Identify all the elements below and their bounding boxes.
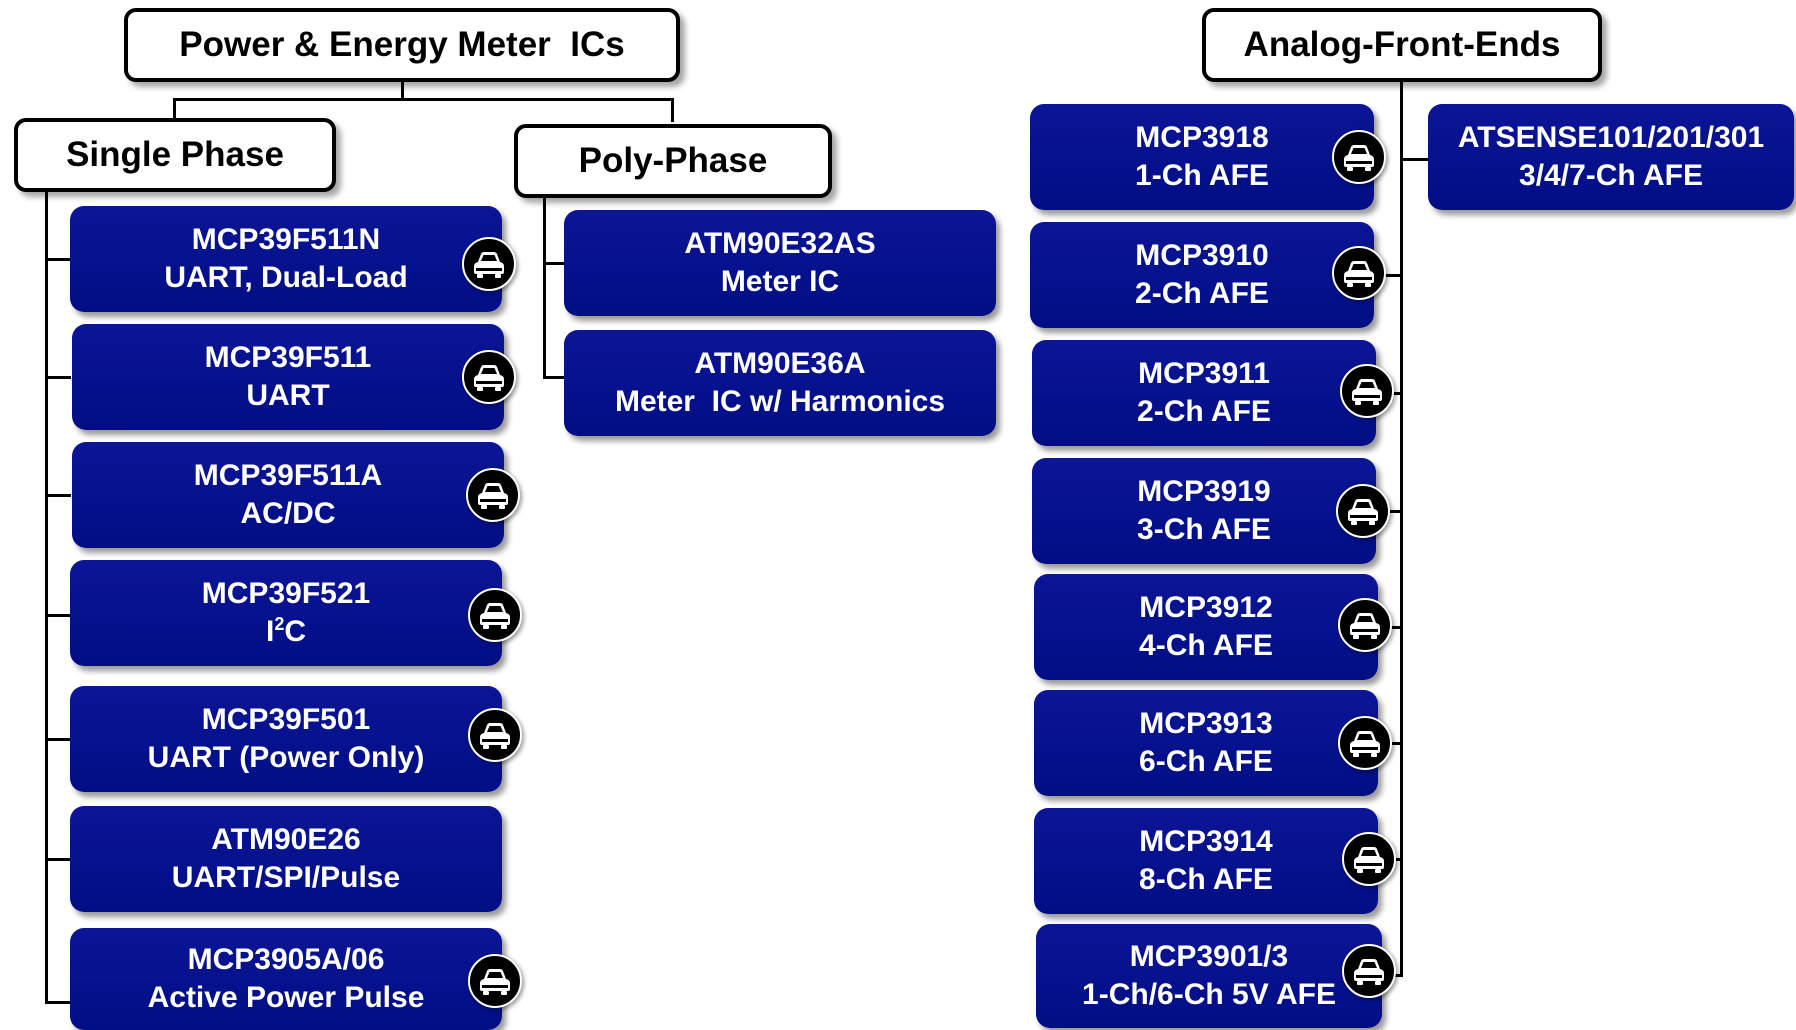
device-subtitle: UART bbox=[246, 379, 330, 412]
device-mcp3905a-06: MCP3905A/06 Active Power Pulse bbox=[70, 928, 502, 1030]
device-mcp3913: MCP3913 6-Ch AFE bbox=[1034, 690, 1378, 796]
device-subtitle: 3/4/7-Ch AFE bbox=[1519, 159, 1703, 192]
device-mcp39f511a: MCP39F511A AC/DC bbox=[72, 442, 504, 548]
device-subtitle: 4-Ch AFE bbox=[1139, 629, 1273, 662]
car-icon bbox=[1342, 832, 1396, 886]
car-icon bbox=[468, 588, 522, 642]
device-title: MCP39F511 bbox=[204, 341, 372, 374]
device-subtitle: UART/SPI/Pulse bbox=[171, 861, 401, 894]
device-title: MCP39F501 bbox=[201, 703, 371, 736]
device-title: MCP3910 bbox=[1135, 239, 1269, 272]
device-title: MCP3918 bbox=[1135, 121, 1269, 154]
device-subtitle: 2-Ch AFE bbox=[1135, 277, 1269, 310]
device-atm90e36a: ATM90E36A Meter IC w/ Harmonics bbox=[564, 330, 996, 436]
device-atm90e26: ATM90E26 UART/SPI/Pulse bbox=[70, 806, 502, 912]
car-icon bbox=[462, 237, 516, 291]
device-atsense101-201-301: ATSENSE101/201/301 3/4/7-Ch AFE bbox=[1428, 104, 1794, 210]
device-subtitle: UART, Dual-Load bbox=[164, 261, 408, 294]
device-subtitle: Active Power Pulse bbox=[147, 981, 425, 1014]
car-icon bbox=[1342, 944, 1396, 998]
device-subtitle: I2C bbox=[265, 614, 307, 648]
device-subtitle: Meter IC bbox=[720, 265, 840, 298]
car-icon bbox=[1338, 598, 1392, 652]
device-mcp3919: MCP3919 3-Ch AFE bbox=[1032, 458, 1376, 564]
device-title: ATM90E36A bbox=[694, 347, 866, 380]
device-title: MCP3913 bbox=[1139, 707, 1273, 740]
car-icon bbox=[1332, 130, 1386, 184]
device-title: ATM90E26 bbox=[211, 823, 361, 856]
device-atm90e32as: ATM90E32AS Meter IC bbox=[564, 210, 996, 316]
car-icon bbox=[1332, 246, 1386, 300]
device-title: MCP3911 bbox=[1138, 357, 1270, 390]
device-mcp39f511: MCP39F511 UART bbox=[72, 324, 504, 430]
single-phase-header: Single Phase bbox=[14, 118, 336, 192]
device-title: ATSENSE101/201/301 bbox=[1457, 121, 1765, 154]
car-icon bbox=[1340, 364, 1394, 418]
device-title: MCP39F521 bbox=[201, 577, 371, 610]
device-subtitle: 1-Ch/6-Ch 5V AFE bbox=[1082, 978, 1336, 1011]
device-title: MCP3914 bbox=[1139, 825, 1273, 858]
car-icon bbox=[462, 350, 516, 404]
device-mcp39f511n: MCP39F511N UART, Dual-Load bbox=[70, 206, 502, 312]
analog-front-ends-header: Analog-Front-Ends bbox=[1202, 8, 1602, 82]
device-mcp39f521: MCP39F521 I2C bbox=[70, 560, 502, 666]
device-title: ATM90E32AS bbox=[684, 227, 876, 260]
car-icon bbox=[466, 468, 520, 522]
device-subtitle: 6-Ch AFE bbox=[1139, 745, 1273, 778]
device-mcp3901-3: MCP3901/3 1-Ch/6-Ch 5V AFE bbox=[1036, 924, 1382, 1028]
device-mcp3911: MCP3911 2-Ch AFE bbox=[1032, 340, 1376, 446]
car-icon bbox=[1336, 484, 1390, 538]
device-mcp3914: MCP3914 8-Ch AFE bbox=[1034, 808, 1378, 914]
car-icon bbox=[468, 954, 522, 1008]
device-mcp3918: MCP3918 1-Ch AFE bbox=[1030, 104, 1374, 210]
device-title: MCP39F511N bbox=[191, 223, 381, 256]
device-subtitle: UART (Power Only) bbox=[147, 741, 425, 774]
poly-phase-header: Poly-Phase bbox=[514, 124, 832, 198]
device-mcp39f501: MCP39F501 UART (Power Only) bbox=[70, 686, 502, 792]
device-title: MCP3905A/06 bbox=[187, 943, 385, 976]
car-icon bbox=[468, 708, 522, 762]
car-icon bbox=[1338, 716, 1392, 770]
device-title: MCP39F511A bbox=[193, 459, 383, 492]
device-subtitle: 3-Ch AFE bbox=[1137, 513, 1271, 546]
device-mcp3912: MCP3912 4-Ch AFE bbox=[1034, 574, 1378, 680]
device-subtitle: 2-Ch AFE bbox=[1137, 395, 1271, 428]
power-energy-meter-header: Power & Energy Meter ICs bbox=[124, 8, 680, 82]
device-mcp3910: MCP3910 2-Ch AFE bbox=[1030, 222, 1374, 328]
device-title: MCP3912 bbox=[1139, 591, 1273, 624]
device-subtitle: 8-Ch AFE bbox=[1139, 863, 1273, 896]
device-subtitle: 1-Ch AFE bbox=[1135, 159, 1269, 192]
device-subtitle: AC/DC bbox=[240, 497, 336, 530]
device-title: MCP3901/3 bbox=[1129, 940, 1289, 973]
device-title: MCP3919 bbox=[1137, 475, 1271, 508]
device-subtitle: Meter IC w/ Harmonics bbox=[614, 385, 946, 418]
